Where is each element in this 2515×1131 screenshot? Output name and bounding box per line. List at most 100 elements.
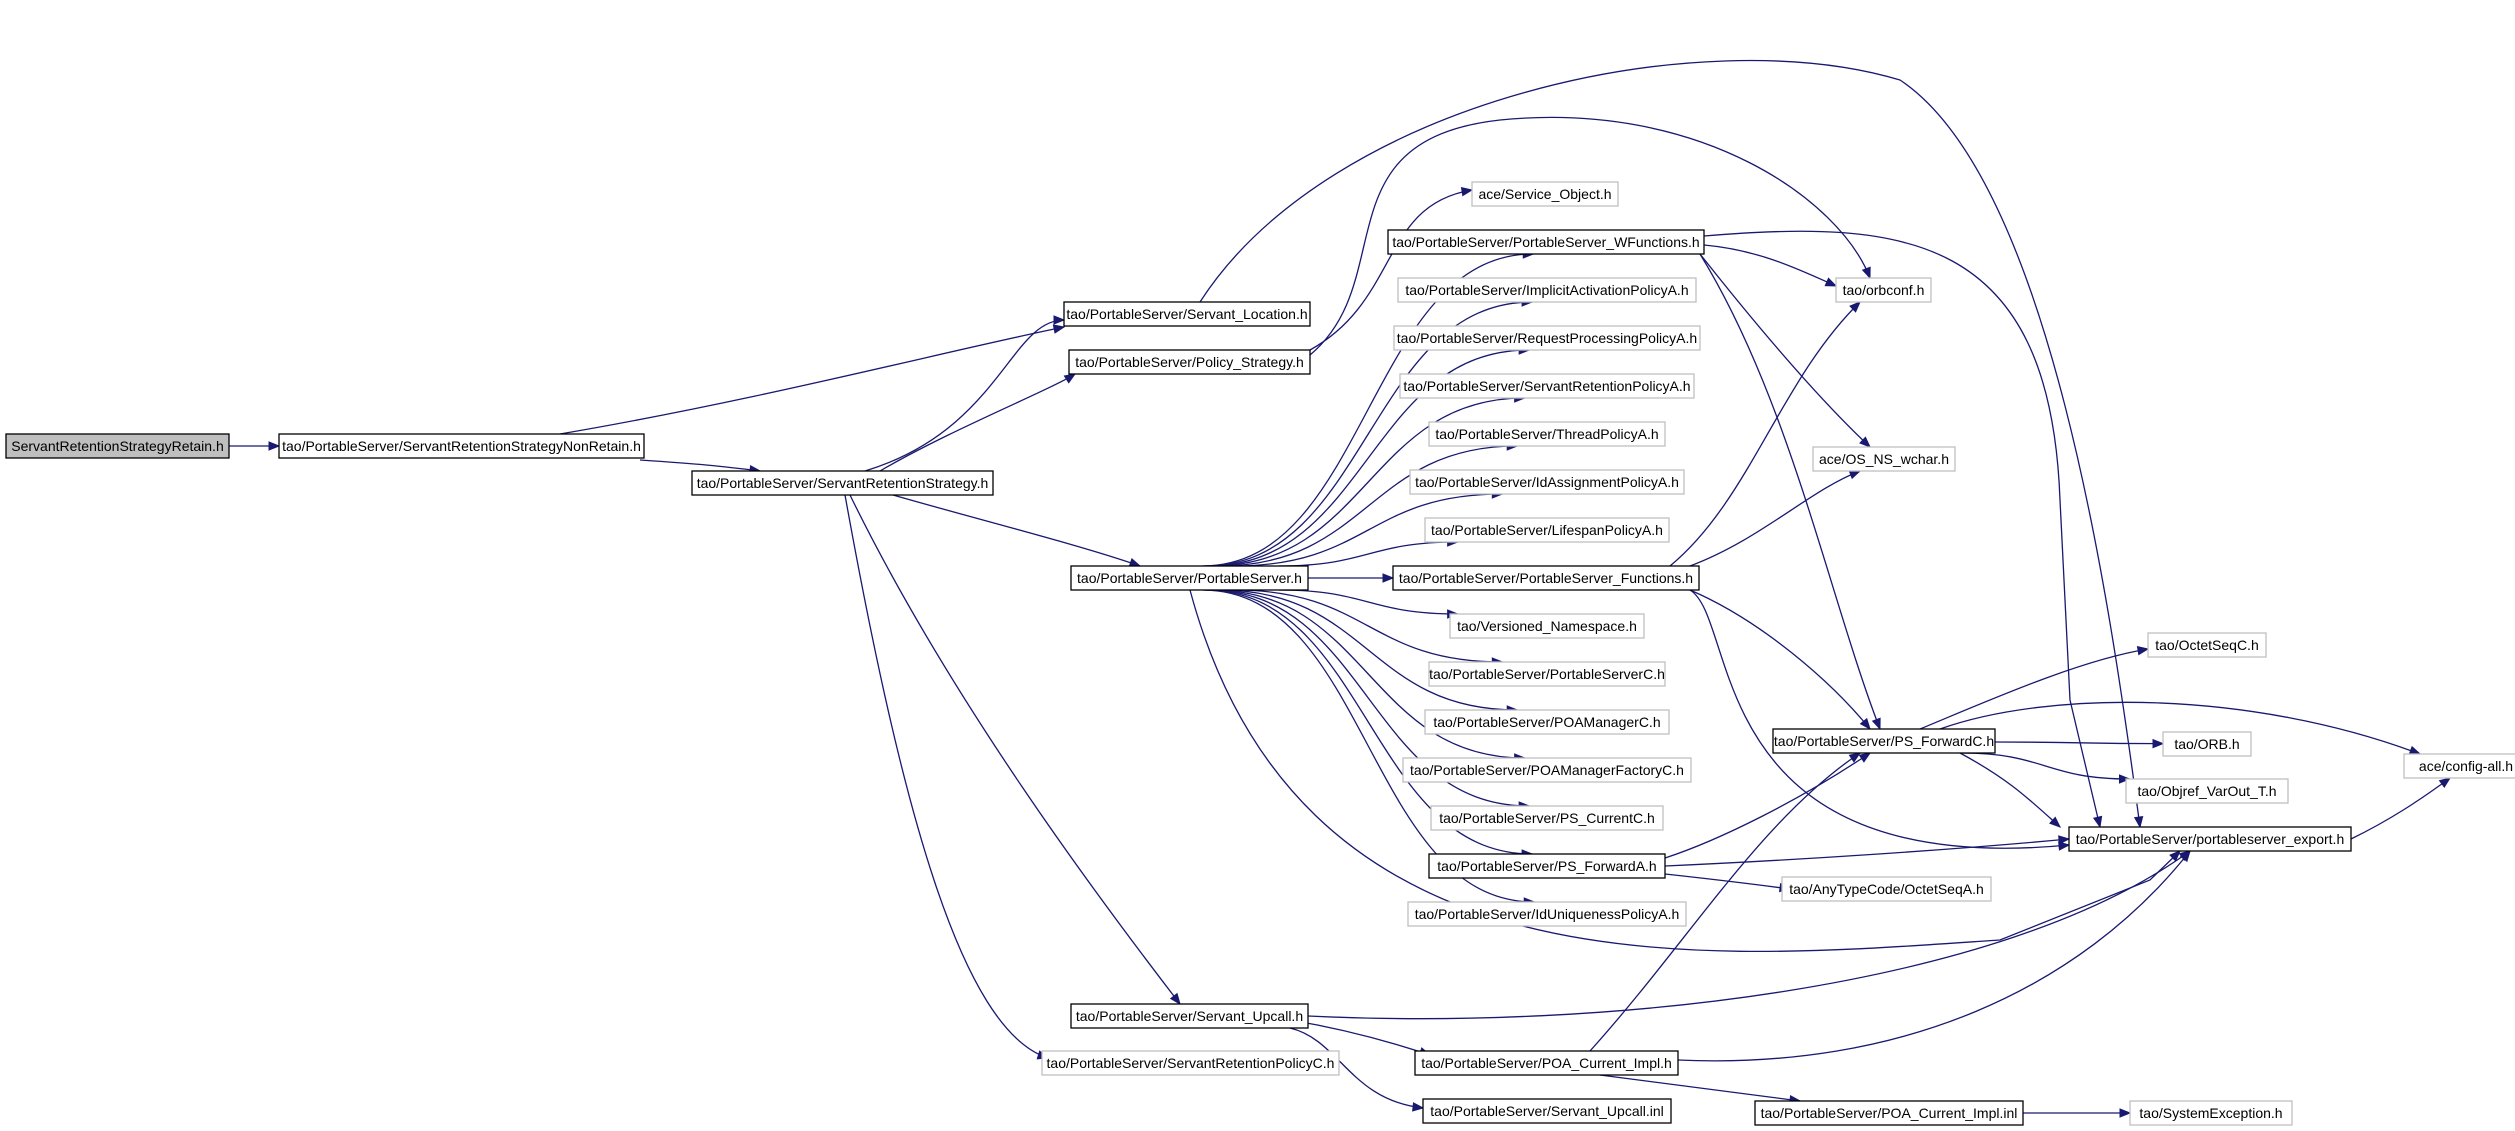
node-label: tao/PortableServer/PortableServer_WFunct… (1392, 234, 1699, 250)
edge-arrowhead (1859, 717, 1871, 731)
node-box (1812, 446, 1956, 472)
edge-portableserver-to-lspa (1278, 541, 1458, 567)
node-box (1392, 565, 1700, 591)
edge-arrowhead (2438, 777, 2452, 789)
node-label: tao/AnyTypeCode/OctetSeqA.h (1789, 881, 1984, 897)
node-srpc: tao/PortableServer/ServantRetentionPolic… (1041, 1050, 1340, 1076)
edge-arrowhead (2092, 815, 2103, 829)
node-box (1063, 301, 1311, 327)
node-ns-wchar: ace/OS_NS_wchar.h (1812, 446, 1956, 472)
edge-portableserver-to-iapa (1204, 301, 1533, 567)
edge-arrowhead (1128, 558, 1142, 568)
node-box (691, 470, 994, 496)
edge-psfc-to-orb (1994, 741, 2164, 745)
node-box (1070, 565, 1309, 591)
edge-arrowhead (1412, 1102, 1425, 1112)
edge-arrowhead (1858, 752, 1872, 763)
node-functions[interactable]: tao/PortableServer/PortableServer_Functi… (1392, 565, 1700, 591)
node-label: tao/orbconf.h (1843, 282, 1925, 298)
node-box (1393, 325, 1701, 351)
node-lspa: tao/PortableServer/LifespanPolicyA.h (1424, 517, 1670, 543)
edge-arrowhead (1848, 752, 1862, 763)
node-orbconf: tao/orbconf.h (1835, 277, 1932, 303)
edge-wfunctions-to-psfc (1699, 253, 1881, 730)
node-label: ServantRetentionStrategyRetain.h (11, 438, 223, 454)
node-psfc[interactable]: tao/PortableServer/PS_ForwardC.h (1772, 728, 1996, 754)
node-root[interactable]: ServantRetentionStrategyRetain.h (5, 433, 230, 459)
edge-arrowhead (1871, 717, 1881, 731)
node-poamfc: tao/PortableServer/POAManagerFactoryC.h (1402, 757, 1692, 783)
edge-nonretain-to-location (559, 326, 1065, 435)
node-psc: tao/PortableServer/PortableServerC.h (1428, 661, 1666, 687)
node-label: tao/PortableServer/Policy_Strategy.h (1075, 354, 1304, 370)
edge-location-to-export (1199, 59, 2141, 828)
node-box (2162, 731, 2252, 757)
node-box (1772, 728, 1996, 754)
node-nonretain[interactable]: tao/PortableServer/ServantRetentionStrat… (278, 433, 645, 459)
node-export[interactable]: tao/PortableServer/portableserver_export… (2068, 826, 2352, 852)
node-label: tao/PortableServer/PortableServer.h (1077, 570, 1302, 586)
edge-wfunctions-to-export (1703, 230, 2101, 828)
node-label: tao/PortableServer/IdAssignmentPolicyA.h (1415, 474, 1679, 490)
edge-psfc-to-config_all (1939, 701, 2421, 755)
edge-arrowhead (1849, 301, 1861, 313)
node-label: tao/PortableServer/PortableServer_Functi… (1399, 570, 1693, 586)
edge-strategy-to-portableserver (892, 494, 1141, 567)
node-label: tao/ORB.h (2174, 736, 2239, 752)
node-box (1781, 876, 1992, 902)
node-box (1428, 853, 1666, 879)
node-srpa: tao/PortableServer/ServantRetentionPolic… (1399, 373, 1695, 399)
node-label: tao/OctetSeqC.h (2155, 637, 2259, 653)
edge-strategy-to-srpc (844, 494, 1049, 1059)
node-iapa: tao/PortableServer/ImplicitActivationPol… (1397, 277, 1697, 303)
node-label: tao/PortableServer/POAManagerFactoryC.h (1410, 762, 1684, 778)
edge-nonretain-to-strategy (639, 459, 761, 472)
node-policy-strategy[interactable]: tao/PortableServer/Policy_Strategy.h (1068, 349, 1311, 375)
node-label: tao/PortableServer/RequestProcessingPoli… (1397, 330, 1697, 346)
node-portableserver[interactable]: tao/PortableServer/PortableServer.h (1070, 565, 1309, 591)
edge-portableserver-to-wfunctions (1202, 253, 1534, 567)
edge-wfunctions-to-ns_wchar (1699, 253, 1871, 448)
node-label: tao/PortableServer/ServantRetentionStrat… (282, 438, 641, 454)
node-box (1068, 349, 1311, 375)
edge-arrowhead (2058, 835, 2071, 845)
edge-arrowhead (2049, 816, 2062, 828)
node-wfunctions[interactable]: tao/PortableServer/PortableServer_WFunct… (1387, 229, 1705, 255)
node-label: tao/Versioned_Namespace.h (1457, 618, 1637, 634)
node-label: tao/PortableServer/Servant_Upcall.h (1076, 1008, 1303, 1024)
edge-arrowhead (2179, 849, 2191, 863)
edge-policy_strategy-to-service_object (1309, 189, 1473, 351)
node-upcall-inl[interactable]: tao/PortableServer/Servant_Upcall.inl (1422, 1098, 1672, 1124)
node-pscur: tao/PortableServer/PS_CurrentC.h (1430, 805, 1664, 831)
edge-policy_strategy-to-orbconf (1309, 116, 1871, 356)
node-box (1428, 661, 1666, 687)
node-location[interactable]: tao/PortableServer/Servant_Location.h (1063, 301, 1311, 327)
node-poacur-inl[interactable]: tao/PortableServer/POA_Current_Impl.inl (1754, 1100, 2024, 1126)
edge-poacur-to-export (1677, 850, 2191, 1062)
node-sysexc: tao/SystemException.h (2129, 1100, 2293, 1126)
node-box (1424, 709, 1670, 735)
node-box (1387, 229, 1705, 255)
node-strategy[interactable]: tao/PortableServer/ServantRetentionStrat… (691, 470, 994, 496)
node-box (1397, 277, 1697, 303)
node-poacur[interactable]: tao/PortableServer/POA_Current_Impl.h (1414, 1050, 1679, 1076)
edge-arrowhead (1824, 277, 1838, 287)
edge-portableserver-to-psc (1234, 589, 1503, 663)
node-label: ace/config-all.h (2419, 758, 2513, 774)
node-label: tao/PortableServer/Servant_Location.h (1066, 306, 1307, 322)
edge-arrowhead (2169, 850, 2181, 862)
edge-psfa-to-psfc (1664, 752, 1871, 859)
node-rppa: tao/PortableServer/RequestProcessingPoli… (1393, 325, 1701, 351)
edge-functions-to-export (1689, 589, 2070, 849)
node-label: tao/PortableServer/ServantRetentionPolic… (1403, 378, 1690, 394)
edge-arrowhead (1848, 470, 1862, 480)
node-label: tao/PortableServer/ServantRetentionStrat… (697, 475, 989, 491)
node-label: tao/PortableServer/POA_Current_Impl.h (1421, 1055, 1672, 1071)
edge-portableserver-to-poamc (1219, 589, 1518, 711)
node-label: tao/PortableServer/POAManagerC.h (1433, 714, 1660, 730)
node-box (1754, 1100, 2024, 1126)
node-label: tao/SystemException.h (2139, 1105, 2282, 1121)
edge-arrowhead (2408, 745, 2422, 755)
node-upcall[interactable]: tao/PortableServer/Servant_Upcall.h (1070, 1003, 1309, 1029)
node-psfa[interactable]: tao/PortableServer/PS_ForwardA.h (1428, 853, 1666, 879)
